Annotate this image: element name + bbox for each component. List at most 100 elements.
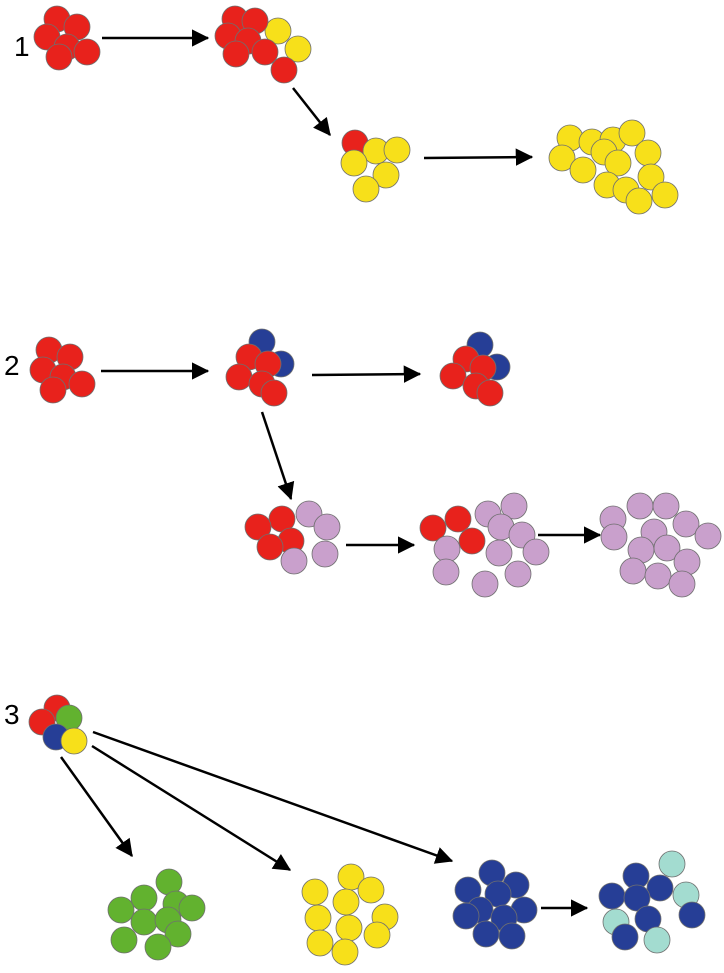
blue-cell [611,923,639,951]
lilac-cell [504,560,532,588]
arrow-p1-2 [292,87,331,136]
lilac-cell [626,492,654,520]
green-cell [130,908,158,936]
p3-yellow-cluster [301,863,399,966]
p1-red-yellow-cluster [214,5,312,84]
lilac-cell [668,570,696,598]
yellow-cell [352,175,380,203]
red-cell [225,363,253,391]
p3-blue-cluster [452,859,538,950]
yellow-cell [357,876,385,904]
yellow-cell [284,35,312,63]
p2-lilac-cluster [599,492,722,598]
p3-mixed-cluster [28,694,88,755]
lilac-cell [600,523,628,551]
red-cell [251,38,279,66]
red-cell [256,533,284,561]
blue-cell [598,882,626,910]
red-cell [45,43,73,71]
lilac-cell [311,540,339,568]
clusters [28,5,722,966]
arrow-p3-1 [59,756,134,858]
lilac-cell [280,547,308,575]
arrow-p2-3 [260,411,295,501]
teal-cell [658,850,686,878]
lilac-cell [432,558,460,586]
green-cell [130,884,158,912]
lilac-cell [653,534,681,562]
green-cell [164,920,192,948]
p1-mostly-yellow-cluster [340,129,411,203]
panel-1-label: 1 [14,31,30,62]
yellow-cell [383,136,411,164]
p2-red-cluster [29,336,96,404]
p2-red-lilac-cluster-2 [419,492,550,598]
red-cell [73,38,101,66]
p2-red-blue-cluster [225,328,295,407]
red-cell [439,362,467,390]
lilac-cell [522,538,550,566]
red-cell [244,513,272,541]
lilac-cell [313,513,341,541]
arrow-p3-2 [91,744,292,872]
yellow-cell [604,149,632,177]
green-cell [144,933,172,961]
red-cell [260,379,288,407]
red-cell [270,56,298,84]
p1-red-cluster [33,5,101,71]
lilac-cell [485,539,513,567]
p1-yellow-cluster [548,119,679,215]
arrow-p1-3 [423,148,534,166]
red-cell [476,379,504,407]
yellow-cell [651,181,679,209]
p3-blue-teal-cluster [598,850,706,954]
p2-red-blue-cluster-2 [439,331,511,407]
arrow-p2-2 [311,365,422,383]
arrow-p3-3 [92,730,454,864]
blue-cell [646,874,674,902]
yellow-cell [332,888,360,916]
yellow-cell [372,161,400,189]
green-cell [178,894,206,922]
blue-cell [472,920,500,948]
blue-cell [623,884,651,912]
yellow-cell [618,119,646,147]
yellow-cell [625,187,653,215]
arrows [59,29,602,917]
lilac-cell [619,557,647,585]
yellow-cell [340,149,368,177]
p3-green-cluster [107,868,206,961]
yellow-cell [335,914,363,942]
lilac-cell [673,548,701,576]
yellow-cell [637,163,665,191]
yellow-cell [301,878,329,906]
teal-cell [643,926,671,954]
lilac-cell [652,492,680,520]
blue-cell [498,922,526,950]
green-cell [110,926,138,954]
lilac-cell [500,492,528,520]
yellow-cell [264,17,292,45]
red-cell [419,514,447,542]
yellow-cell [331,938,359,966]
panel-3-label: 3 [4,699,20,730]
red-cell [222,40,250,68]
red-cell [458,527,486,555]
lilac-cell [471,570,499,598]
panel-2-label: 2 [4,350,20,381]
red-cell [444,505,472,533]
red-cell [39,376,67,404]
yellow-cell [634,139,662,167]
lilac-cell [672,510,700,538]
yellow-cell [60,727,88,755]
yellow-cell [569,156,597,184]
red-cell [68,370,96,398]
p2-red-lilac-cluster [244,500,341,575]
yellow-cell [304,904,332,932]
yellow-cell [306,929,334,957]
lilac-cell [694,522,722,550]
yellow-cell [548,144,576,172]
blue-cell [452,902,480,930]
blue-cell [678,901,706,929]
